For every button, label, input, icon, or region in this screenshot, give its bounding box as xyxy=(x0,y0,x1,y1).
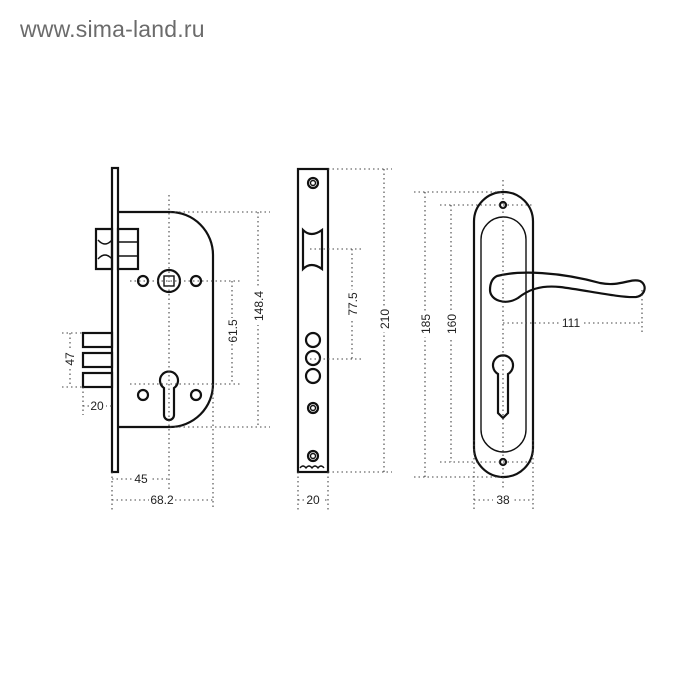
latch-cutout xyxy=(301,227,324,272)
lock-body-view: 148.4 61.5 47 20 45 68.2 xyxy=(62,166,270,510)
strike-plate-view: 77.5 210 20 xyxy=(296,167,392,512)
dim-lock-depth: 68.2 xyxy=(150,493,174,507)
cylinder-hole xyxy=(136,370,203,422)
site-watermark: www.sima-land.ru xyxy=(20,16,205,42)
latch-bolt xyxy=(94,227,140,271)
dim-strike-width: 20 xyxy=(306,493,320,507)
dim-latch-to-bolt: 77.5 xyxy=(346,292,360,316)
handle-view: 185 160 111 38 xyxy=(414,180,646,512)
dim-lock-height: 148.4 xyxy=(252,291,266,321)
handle-cylinder-hole xyxy=(491,354,515,420)
dim-backset: 45 xyxy=(134,472,148,486)
lock-faceplate xyxy=(110,166,120,474)
dim-deadbolt-span: 47 xyxy=(63,352,77,366)
lever-handle xyxy=(488,271,646,303)
dim-deadbolt-throw: 20 xyxy=(90,399,104,413)
dim-lever-length: 111 xyxy=(562,316,581,330)
strike-plate xyxy=(296,167,330,474)
bolt-holes xyxy=(304,331,322,385)
dim-spindle-to-cylinder: 61.5 xyxy=(226,319,240,343)
dim-plate-width: 38 xyxy=(496,493,510,507)
lock-case xyxy=(118,210,215,429)
dim-strike-length: 210 xyxy=(378,309,392,329)
handle-dimension-lines xyxy=(414,180,643,512)
dim-screw-spacing: 160 xyxy=(445,314,459,334)
deadbolts xyxy=(81,331,114,389)
plate-edge-detail xyxy=(299,465,325,470)
dim-plate-length: 185 xyxy=(419,314,433,334)
strike-screw-holes xyxy=(306,176,320,463)
